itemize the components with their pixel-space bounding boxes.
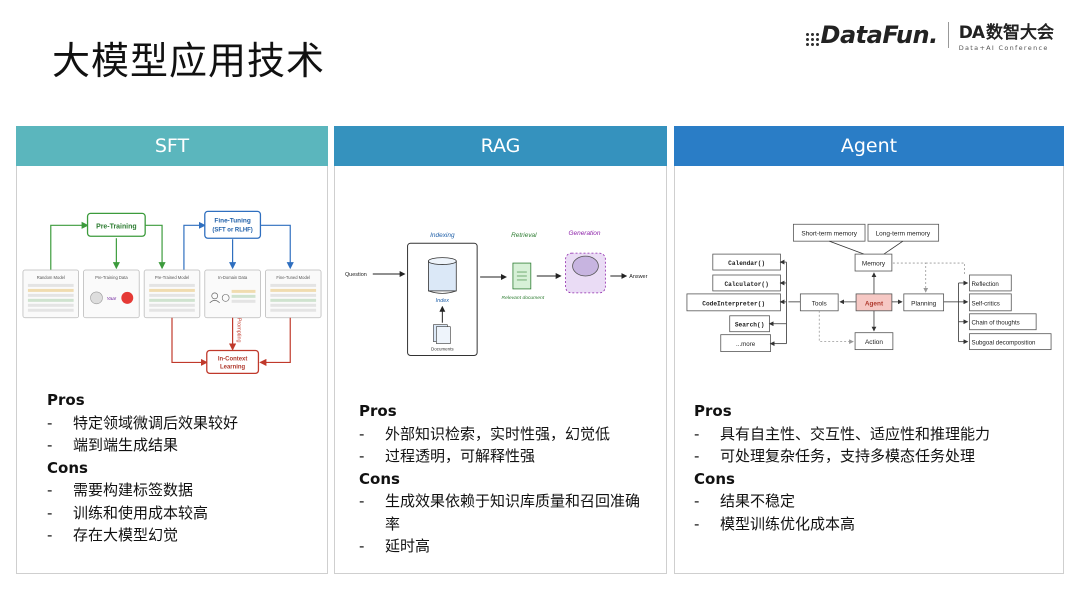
chain-of-thoughts-label: Chain of thoughts xyxy=(971,320,1019,327)
datafun-logo: DataFun. xyxy=(804,21,938,49)
svg-text:Yaa!: Yaa! xyxy=(106,296,116,302)
finetuning-box xyxy=(204,210,262,239)
finetuning-sub: (SFT or RLHF) xyxy=(212,227,252,233)
list-item: -外部知识检索，实时性强，幻觉低 xyxy=(359,424,611,443)
subgoal-label: Subgoal decomposition xyxy=(971,340,1036,347)
self-critics-label: Self-critics xyxy=(971,300,999,307)
list-item: -延时高 xyxy=(359,537,431,555)
question-label: Question xyxy=(345,272,367,278)
index-label: Index xyxy=(436,298,450,304)
sft-diagram-svg: Pre-Training Fine-Tuning (SFT or RLHF) R… xyxy=(22,210,322,375)
prompting-label: Prompting xyxy=(236,318,242,343)
sft-cons-heading: Cons xyxy=(47,458,88,477)
chain-of-thoughts-box xyxy=(969,313,1037,331)
reflection-box xyxy=(969,274,1012,292)
memory-box xyxy=(854,253,893,272)
incontext-sub: Learning xyxy=(220,364,246,370)
user-icon xyxy=(211,292,219,300)
rag-cons-heading: Cons xyxy=(359,469,400,488)
model-cards: Random Model Pre-Training Data Pre-Train… xyxy=(22,269,322,319)
page-title: 大模型应用技术 xyxy=(52,39,326,83)
list-item: -生成效果依赖于知识库质量和召回准确率 xyxy=(359,492,641,533)
sft-diagram: Pre-Training Fine-Tuning (SFT or RLHF) R… xyxy=(17,168,327,382)
answer-label: Answer xyxy=(629,274,647,280)
subgoal-box xyxy=(969,333,1052,351)
agent-pros-heading: Pros xyxy=(694,402,732,420)
calculator-label: Calculator() xyxy=(724,281,768,288)
search-label: Search() xyxy=(735,322,765,329)
agent-cons-heading: Cons xyxy=(694,469,735,488)
list-item: -具有自主性、交互性、适应性和推理能力 xyxy=(694,424,991,443)
card-finetuned-model: Fine-Tuned Model xyxy=(276,275,310,280)
rag-panel: RAG Indexing Retrieval Generation Questi… xyxy=(334,126,667,574)
card-pretraining-data: Pre-Training Data xyxy=(95,275,128,280)
incontext-box xyxy=(206,349,260,375)
agent-label: Agent xyxy=(865,300,884,307)
reddit-icon xyxy=(121,291,134,304)
rag-diagram: Indexing Retrieval Generation Question I… xyxy=(335,168,666,382)
generation-label: Generation xyxy=(569,230,601,237)
memory-label: Memory xyxy=(862,261,886,268)
rag-diagram-svg: Indexing Retrieval Generation Question I… xyxy=(345,230,648,357)
list-item: -可处理复杂任务，支持多模态任务处理 xyxy=(694,447,976,465)
reflection-label: Reflection xyxy=(971,281,999,288)
sync-icon xyxy=(221,294,230,302)
relevant-label: Relevant document xyxy=(502,295,545,301)
rag-header: RAG xyxy=(334,126,667,166)
documents-label: Documents xyxy=(431,347,454,352)
indexing-label: Indexing xyxy=(430,232,455,239)
action-box xyxy=(854,332,894,351)
sft-panel: SFT Pre-Training Fine-Tuning (SFT or RLH… xyxy=(16,126,328,574)
long-term-memory-label: Long-term memory xyxy=(876,231,931,238)
brain-icon xyxy=(572,255,599,277)
code-interpreter-label: CodeInterpreter() xyxy=(702,300,765,307)
dots-icon xyxy=(804,31,819,46)
more-label: ...more xyxy=(736,341,756,348)
rag-proscons: Pros -外部知识检索，实时性强，幻觉低 -过程透明，可解释性强 Cons -… xyxy=(359,400,646,558)
tools-label: Tools xyxy=(812,300,827,307)
list-item: -存在大模型幻觉 xyxy=(47,526,179,544)
action-label: Action xyxy=(865,339,883,346)
card-indomain-data: In-Domain Data xyxy=(218,275,248,280)
database-icon xyxy=(428,257,457,294)
incontext-label: In-Context xyxy=(218,356,247,362)
pretraining-label: Pre-Training xyxy=(96,223,136,230)
retrieval-label: Retrieval xyxy=(511,232,537,239)
list-item: -特定领域微调后效果较好 xyxy=(47,413,239,432)
list-item: -端到端生成结果 xyxy=(47,436,179,454)
agent-proscons: Pros -具有自主性、交互性、适应性和推理能力 -可处理复杂任务，支持多模态任… xyxy=(694,400,1051,535)
card-pretrained-model: Pre-Trained Model xyxy=(155,275,189,280)
list-item: -训练和使用成本较高 xyxy=(47,503,209,522)
pretraining-box xyxy=(86,212,146,237)
card-random-model: Random Model xyxy=(37,275,65,280)
planning-box xyxy=(903,293,945,312)
list-item: -需要构建标签数据 xyxy=(47,481,194,499)
list-item: -过程透明，可解释性强 xyxy=(359,447,536,465)
rag-pros-heading: Pros xyxy=(359,402,397,420)
self-critics-box xyxy=(969,293,1012,312)
logo-divider xyxy=(947,22,949,48)
list-item: -结果不稳定 xyxy=(694,492,796,510)
short-term-memory-label: Short-term memory xyxy=(801,231,857,238)
index-frame xyxy=(407,242,478,357)
list-item: -模型训练优化成本高 xyxy=(694,514,856,533)
sft-proscons: Pros -特定领域微调后效果较好 -端到端生成结果 Cons -需要构建标签数… xyxy=(47,389,319,547)
globe-icon xyxy=(90,291,103,305)
finetuning-label: Fine-Tuning xyxy=(214,217,250,224)
long-term-memory-box xyxy=(867,223,940,242)
sft-header: SFT xyxy=(16,126,328,166)
documents-icon xyxy=(433,324,451,344)
sft-pros-heading: Pros xyxy=(47,391,85,409)
agent-diagram: Short-term memory Long-term memory Memor… xyxy=(675,168,1063,382)
planning-label: Planning xyxy=(911,300,937,307)
agent-panel: Agent Short-term memory Long-term memory… xyxy=(674,126,1064,574)
agent-header: Agent xyxy=(674,126,1064,166)
agent-diagram-svg: Short-term memory Long-term memory Memor… xyxy=(686,223,1052,353)
calendar-label: Calendar() xyxy=(728,260,765,267)
relevant-doc-icon xyxy=(512,262,532,290)
